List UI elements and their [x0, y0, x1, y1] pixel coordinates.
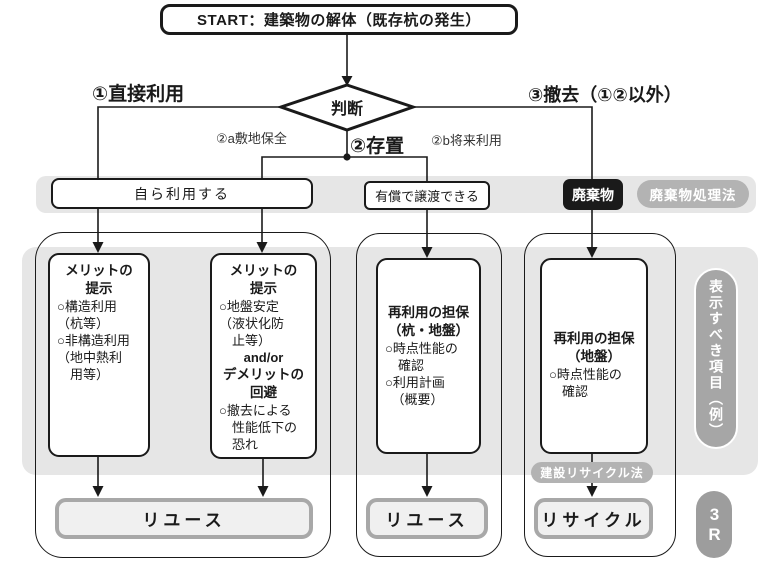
- outcome-recycle-label: リサイクル: [541, 511, 646, 530]
- three-r-label: 3R: [705, 504, 724, 545]
- criteria-a-body: ○構造利用 （杭等） ○非構造利用 （地中熱利 用等）: [57, 298, 130, 383]
- outcome-reuse-1: リユース: [55, 498, 313, 539]
- criteria-c-title: 再利用の担保 （杭・地盤）: [388, 304, 469, 338]
- criteria-c-body: ○時点性能の 確認 ○利用計画 （概要）: [385, 340, 458, 407]
- criteria-box-removal: 再利用の担保 （地盤） ○時点性能の 確認: [540, 258, 648, 454]
- display-items-vertical-tag: 表示すべき項目（例）: [694, 268, 738, 449]
- outcome-reuse-1-label: リユース: [142, 511, 226, 530]
- waste-disposal-law-label: 廃棄物処理法: [649, 188, 737, 203]
- criteria-box-future-use: 再利用の担保 （杭・地盤） ○時点性能の 確認 ○利用計画 （概要）: [376, 258, 481, 454]
- criteria-b-body: ○地盤安定 （液状化防 止等）: [219, 298, 285, 348]
- branch-2b-future-use-label: ②b将来利用: [431, 133, 502, 148]
- branch-3-removal-label: ③撤去（①②以外）: [528, 85, 682, 105]
- start-node: START：建築物の解体（既存杭の発生）: [160, 4, 518, 35]
- three-r-tag: 3R: [696, 491, 732, 558]
- paid-transfer-label: 有償で譲渡できる: [375, 189, 479, 204]
- criteria-a-title: メリットの 提示: [65, 263, 133, 296]
- criteria-box-direct-use: メリットの 提示 ○構造利用 （杭等） ○非構造利用 （地中熱利 用等）: [48, 253, 150, 457]
- waste-label: 廃棄物: [572, 186, 614, 203]
- criteria-box-site-preservation: メリットの 提示 ○地盤安定 （液状化防 止等） and/or デメリットの 回…: [210, 253, 317, 459]
- paid-transfer-node: 有償で譲渡できる: [364, 181, 490, 210]
- self-use-label: 自ら利用する: [134, 185, 230, 202]
- branch-2-leave-in-place-label: ②存置: [350, 136, 405, 157]
- criteria-d-body: ○時点性能の 確認: [549, 366, 622, 399]
- waste-node: 廃棄物: [563, 179, 623, 210]
- construction-recycle-law-tag: 建設リサイクル法: [531, 462, 653, 483]
- criteria-b-body2: ○撤去による 性能低下の 恐れ: [219, 402, 298, 453]
- criteria-b-title: メリットの 提示: [229, 263, 298, 296]
- self-use-node: 自ら利用する: [51, 178, 313, 209]
- branch-1-direct-use-label: ①直接利用: [92, 84, 185, 105]
- outcome-reuse-2: リユース: [366, 498, 488, 539]
- start-label: START：建築物の解体（既存杭の発生）: [197, 12, 481, 29]
- display-items-label: 表示すべき項目（例）: [708, 278, 724, 439]
- branch-2a-site-preservation-label: ②a敷地保全: [216, 131, 287, 146]
- construction-recycle-law-label: 建設リサイクル法: [540, 466, 644, 480]
- criteria-b-connector: and/or: [243, 350, 284, 366]
- criteria-b-title2: デメリットの 回避: [223, 367, 304, 401]
- outcome-reuse-2-label: リユース: [385, 511, 469, 530]
- outcome-recycle: リサイクル: [534, 498, 653, 539]
- group-removal: [524, 233, 676, 557]
- decision-label: 判断: [330, 101, 363, 118]
- waste-disposal-law-tag: 廃棄物処理法: [637, 180, 749, 208]
- criteria-d-title: 再利用の担保 （地盤）: [553, 331, 635, 364]
